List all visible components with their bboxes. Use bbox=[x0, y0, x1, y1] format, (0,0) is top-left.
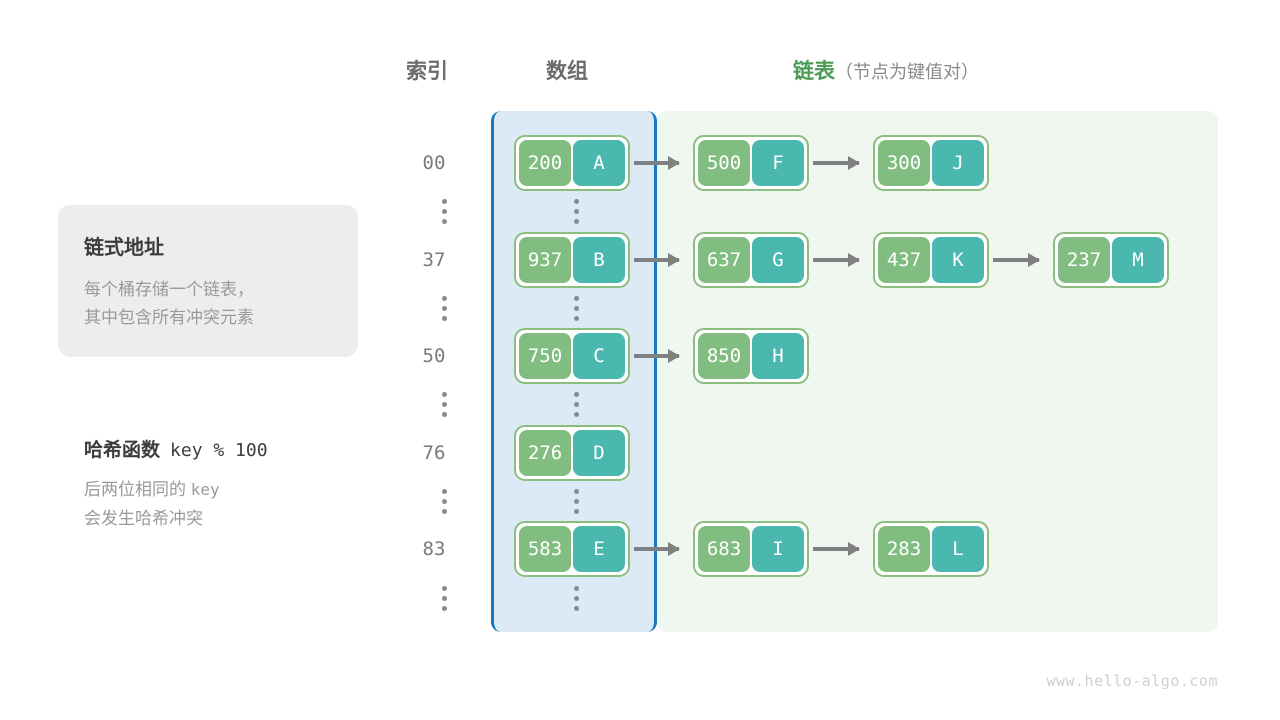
kv-node-value: F bbox=[752, 140, 804, 186]
hash-note-line-1-text: 后两位相同的 bbox=[84, 480, 186, 499]
chain-arrow-0-0 bbox=[634, 156, 680, 170]
kv-node-key: 937 bbox=[519, 237, 571, 283]
row-index-label: 00 bbox=[422, 152, 446, 174]
column-header-linkedlist-main: 链表 bbox=[793, 60, 835, 83]
kv-node-value: M bbox=[1112, 237, 1164, 283]
kv-node-value: C bbox=[573, 333, 625, 379]
index-ellipsis-2 bbox=[434, 392, 454, 417]
kv-node-key: 850 bbox=[698, 333, 750, 379]
hash-function-label: 哈希函数 bbox=[84, 440, 161, 461]
index-ellipsis-1 bbox=[434, 296, 454, 321]
kv-node-key: 237 bbox=[1058, 237, 1110, 283]
column-header-index: 索引 bbox=[406, 60, 448, 83]
hash-note-line-2: 会发生哈希冲突 bbox=[84, 508, 203, 528]
chain-arrow-1-1 bbox=[813, 253, 860, 267]
hash-note-line-1: 后两位相同的 key bbox=[84, 476, 384, 505]
info-card-line-1: 每个桶存储一个链表， bbox=[84, 280, 254, 299]
hash-note-line-1-code: key bbox=[190, 480, 220, 499]
kv-node-value: L bbox=[932, 526, 984, 572]
kv-node-value: E bbox=[573, 526, 625, 572]
column-header-linkedlist-sub: （节点为键值对） bbox=[835, 62, 979, 82]
kv-node-value: A bbox=[573, 140, 625, 186]
kv-node-key: 750 bbox=[519, 333, 571, 379]
kv-node-key: 283 bbox=[878, 526, 930, 572]
kv-node-value: B bbox=[573, 237, 625, 283]
column-header-array: 数组 bbox=[546, 60, 588, 83]
kv-node-value: H bbox=[752, 333, 804, 379]
kv-node-key: 683 bbox=[698, 526, 750, 572]
hash-function-title-row: 哈希函数 key % 100 bbox=[84, 435, 384, 462]
row-index-label: 50 bbox=[422, 345, 446, 367]
array-ellipsis-1 bbox=[566, 296, 586, 321]
hash-function-expression: key % 100 bbox=[170, 440, 268, 461]
info-card-line-2: 其中包含所有冲突元素 bbox=[84, 308, 254, 328]
chain-arrow-4-1 bbox=[813, 542, 860, 556]
kv-node-key: 583 bbox=[519, 526, 571, 572]
kv-node-key: 437 bbox=[878, 237, 930, 283]
array-ellipsis-0 bbox=[566, 199, 586, 224]
kv-node-value: J bbox=[932, 140, 984, 186]
kv-node-value: G bbox=[752, 237, 804, 283]
kv-node-value: I bbox=[752, 526, 804, 572]
hash-function-note: 哈希函数 key % 100 后两位相同的 key 会发生哈希冲突 bbox=[84, 435, 384, 534]
chain-arrow-2-0 bbox=[634, 349, 680, 363]
watermark: www.hello-algo.com bbox=[1046, 672, 1218, 690]
chain-arrow-1-0 bbox=[634, 253, 680, 267]
index-ellipsis-0 bbox=[434, 199, 454, 224]
row-index-label: 83 bbox=[422, 538, 446, 560]
kv-node-value: K bbox=[932, 237, 984, 283]
hash-note-body: 后两位相同的 key 会发生哈希冲突 bbox=[84, 476, 384, 534]
index-ellipsis-3 bbox=[434, 489, 454, 514]
column-header-linkedlist: 链表（节点为键值对） bbox=[793, 55, 979, 85]
info-card: 链式地址 每个桶存储一个链表， 其中包含所有冲突元素 bbox=[58, 205, 358, 357]
chain-arrow-0-1 bbox=[813, 156, 860, 170]
kv-node-key: 500 bbox=[698, 140, 750, 186]
array-ellipsis-3 bbox=[566, 489, 586, 514]
info-card-title: 链式地址 bbox=[84, 237, 164, 259]
kv-node-key: 276 bbox=[519, 430, 571, 476]
array-ellipsis-4 bbox=[566, 586, 586, 611]
kv-node-key: 200 bbox=[519, 140, 571, 186]
kv-node-value: D bbox=[573, 430, 625, 476]
kv-node-key: 637 bbox=[698, 237, 750, 283]
kv-node-key: 300 bbox=[878, 140, 930, 186]
array-ellipsis-2 bbox=[566, 392, 586, 417]
row-index-label: 37 bbox=[422, 249, 446, 271]
chain-arrow-4-0 bbox=[634, 542, 680, 556]
chain-arrow-1-2 bbox=[993, 253, 1040, 267]
index-ellipsis-4 bbox=[434, 586, 454, 611]
row-index-label: 76 bbox=[422, 442, 446, 464]
